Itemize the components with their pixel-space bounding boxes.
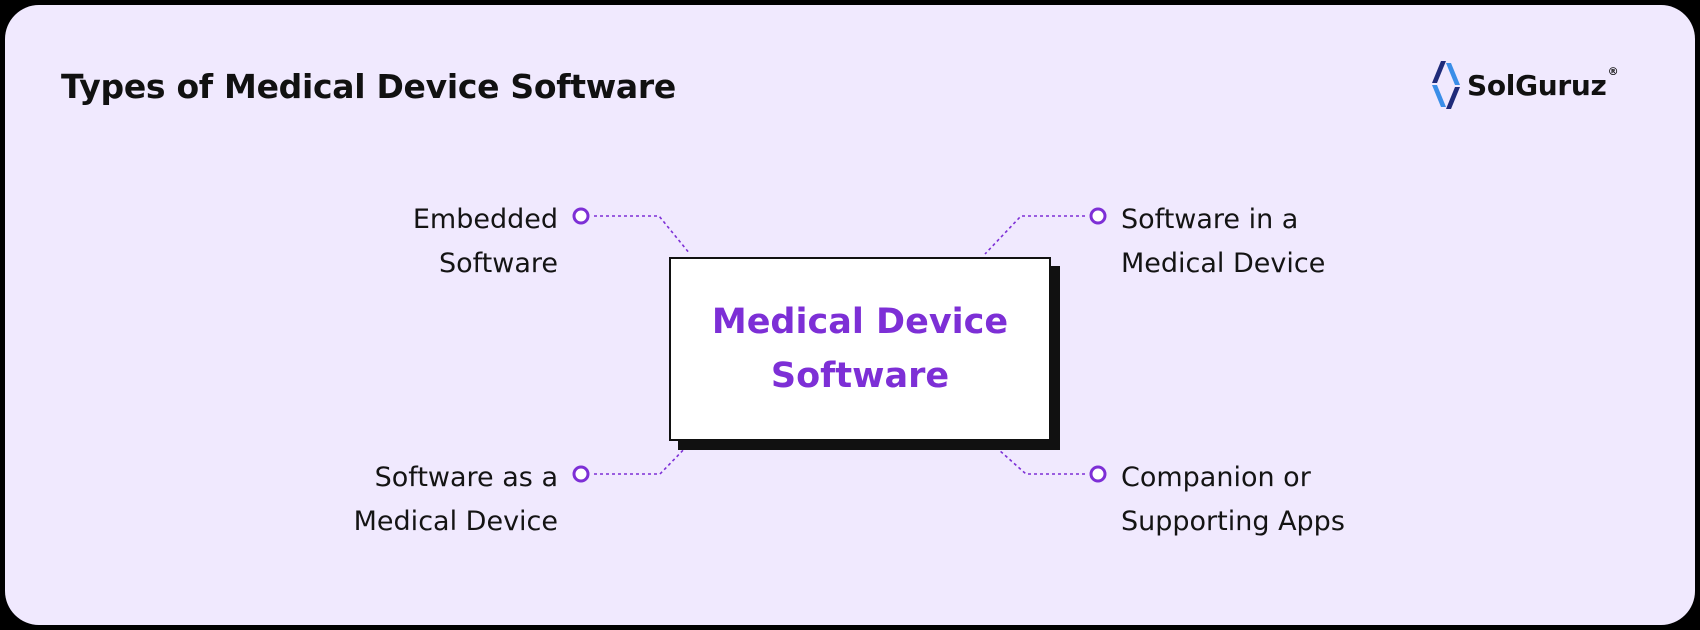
node-label-line2: Medical Device — [353, 506, 558, 537]
node-label-line1: Embedded — [412, 204, 558, 235]
node-label-line1: Software as a — [374, 462, 558, 493]
solguruz-logo-icon — [1432, 61, 1460, 109]
node-software-in-medical-device: Software in a Medical Device — [1121, 198, 1325, 286]
page-title: Types of Medical Device Software — [61, 67, 676, 106]
logo-wordmark: SolGuruz — [1467, 68, 1607, 102]
node-label-line2: Supporting Apps — [1121, 506, 1345, 537]
node-label-line2: Medical Device — [1121, 248, 1326, 279]
connector-top-left — [594, 215, 691, 255]
connector-bottom-right — [989, 441, 1085, 475]
node-marker-top-right — [1089, 207, 1107, 225]
node-label-line2: Software — [438, 248, 558, 279]
central-node-label: Medical Device Software — [710, 295, 1010, 403]
central-label-line1: Medical Device — [711, 302, 1009, 342]
connector-bottom-left — [594, 441, 692, 475]
connector-top-right — [984, 215, 1085, 255]
node-software-as-medical-device: Software as a Medical Device — [354, 456, 558, 544]
diagram-card: Types of Medical Device Software SolGuru… — [5, 5, 1695, 625]
brand-logo: SolGuruz ® — [1429, 57, 1619, 113]
connector-lines — [572, 207, 1107, 483]
node-marker-top-left — [572, 207, 590, 225]
registered-mark: ® — [1607, 65, 1619, 78]
node-label-line1: Software in a — [1121, 204, 1299, 235]
node-embedded-software: Embedded Software — [413, 198, 558, 286]
node-marker-bottom-left — [572, 465, 590, 483]
node-label-line1: Companion or — [1121, 462, 1311, 493]
central-label-line2: Software — [770, 356, 950, 396]
node-companion-supporting-apps: Companion or Supporting Apps — [1121, 456, 1345, 544]
central-node: Medical Device Software — [669, 257, 1051, 441]
node-marker-bottom-right — [1089, 465, 1107, 483]
